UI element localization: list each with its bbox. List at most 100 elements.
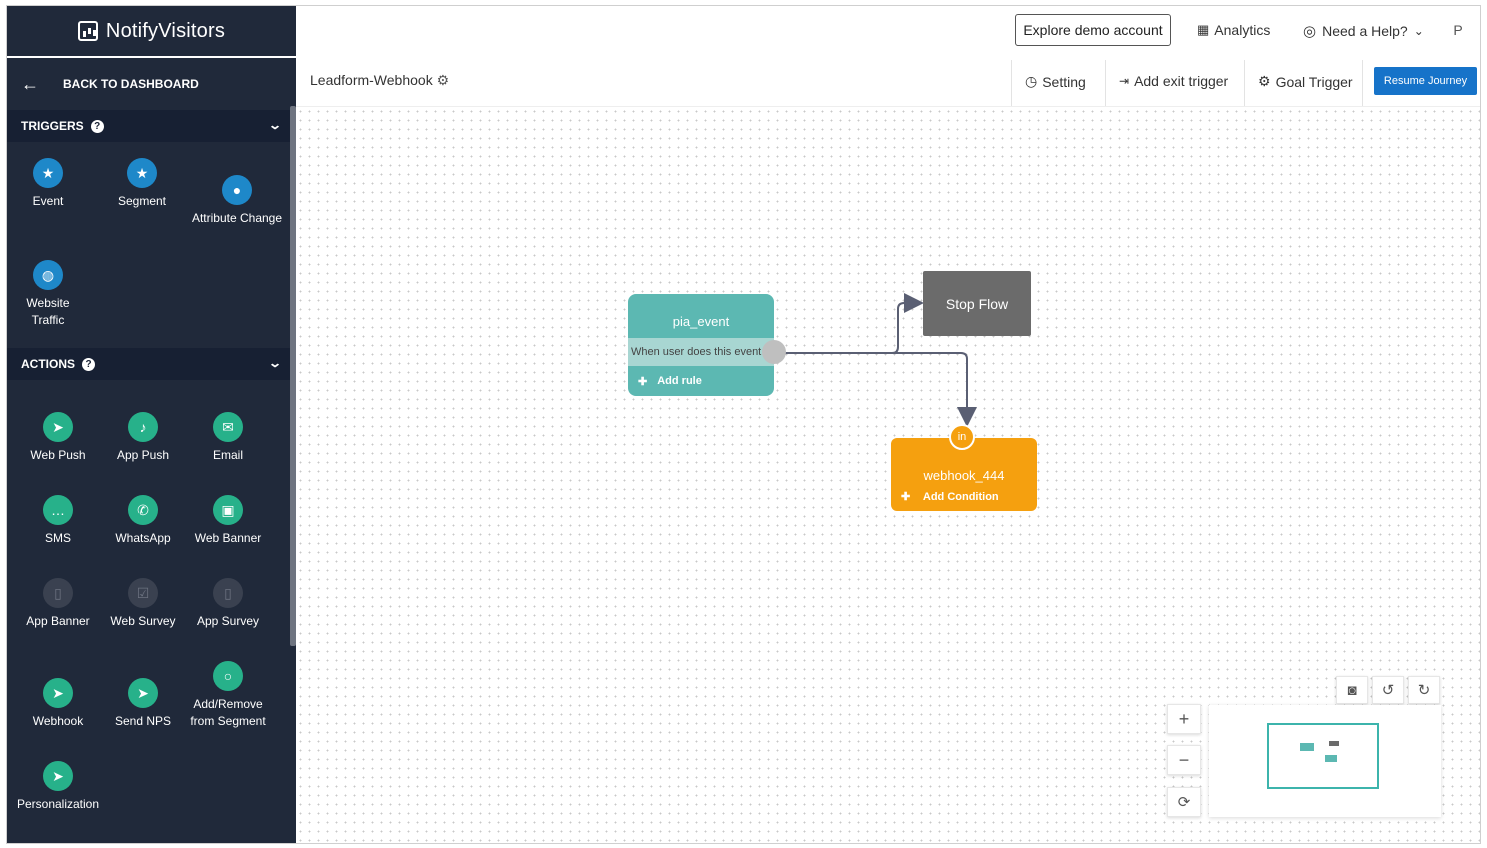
actions-grid: ➤ Web Push ♪ App Push ✉ Email … SMS ✆ Wh… xyxy=(7,380,296,840)
paper-plane-icon: ➤ xyxy=(43,412,73,442)
chat-bubble-icon: … xyxy=(43,495,73,525)
analytics-label: Analytics xyxy=(1214,22,1271,38)
add-rule-label: Add rule xyxy=(657,375,702,387)
webhook-node[interactable]: in webhook_444 ✚ Add Condition xyxy=(891,424,1037,511)
ring-icon: ○ xyxy=(213,661,243,691)
globe-icon: ◍ xyxy=(33,260,63,290)
action-whatsapp-label: WhatsApp xyxy=(115,531,171,545)
plus-icon: ✚ xyxy=(638,375,648,388)
journey-toolbar: Leadform-Webhook ⚙ ◷ Setting ⇥ Add exit … xyxy=(296,56,1480,107)
event-node[interactable]: pia_event When user does this event ✚ Ad… xyxy=(628,294,786,396)
trigger-website-traffic[interactable]: ◍ Website Traffic xyxy=(7,260,95,329)
action-personalization[interactable]: ➤ Personalization xyxy=(11,761,105,813)
trigger-segment[interactable]: ★ Segment xyxy=(95,158,189,210)
minimap-viewport[interactable] xyxy=(1267,723,1379,789)
action-send-nps[interactable]: ➤ Send NPS xyxy=(96,678,190,730)
goal-trigger-button[interactable]: ⚙ Goal Trigger xyxy=(1258,73,1353,90)
trigger-attribute-change-label: Attribute Change xyxy=(191,211,283,225)
explore-demo-button[interactable]: Explore demo account xyxy=(1015,14,1171,46)
add-exit-trigger-button[interactable]: ⇥ Add exit trigger xyxy=(1119,73,1228,89)
setting-label: Setting xyxy=(1042,73,1086,90)
action-web-banner-label: Web Banner xyxy=(194,531,262,545)
actions-header-label: ACTIONS xyxy=(21,357,75,371)
reset-zoom-button[interactable]: ⟳ xyxy=(1167,787,1201,817)
triggers-section-header[interactable]: TRIGGERS ? ⌄ xyxy=(7,110,296,142)
setting-button[interactable]: ◷ Setting xyxy=(1025,73,1086,90)
clock-icon: ◷ xyxy=(1025,73,1038,89)
help-icon[interactable]: ? xyxy=(90,119,104,133)
logo: NotifyVisitors xyxy=(7,6,296,58)
minimap-stop-node xyxy=(1329,741,1339,746)
user-avatar[interactable]: P xyxy=(1453,22,1463,38)
analytics-menu[interactable]: ▦ Analytics xyxy=(1197,22,1270,38)
help-menu[interactable]: ◎ Need a Help? ⌄ xyxy=(1303,22,1424,40)
screenshot-button[interactable]: ◙ xyxy=(1336,676,1368,704)
action-app-banner: ▯ App Banner xyxy=(11,578,105,630)
action-web-survey-label: Web Survey xyxy=(110,614,176,628)
chevron-down-icon[interactable]: ⌄ xyxy=(267,356,283,370)
triggers-header-label: TRIGGERS xyxy=(21,119,84,133)
chart-logo-icon xyxy=(77,21,98,41)
action-sms[interactable]: … SMS xyxy=(11,495,105,547)
refresh-icon: ⟳ xyxy=(1177,794,1191,811)
actions-section-header[interactable]: ACTIONS ? ⌄ xyxy=(7,348,296,380)
add-rule-button[interactable]: ✚ Add rule xyxy=(628,366,774,396)
zoom-in-button[interactable]: + xyxy=(1167,704,1201,734)
minus-icon: − xyxy=(1178,749,1190,770)
output-port[interactable] xyxy=(762,340,786,364)
action-email[interactable]: ✉ Email xyxy=(181,412,275,464)
redo-icon: ↻ xyxy=(1417,682,1431,699)
paper-plane-icon: ➤ xyxy=(43,678,73,708)
action-webhook[interactable]: ➤ Webhook xyxy=(11,678,105,730)
journey-title: Leadform-Webhook xyxy=(310,72,433,88)
action-web-push[interactable]: ➤ Web Push xyxy=(11,412,105,464)
trigger-segment-label: Segment xyxy=(117,194,167,208)
redo-button[interactable]: ↻ xyxy=(1408,676,1440,704)
camera-icon: ◙ xyxy=(1347,681,1357,699)
help-icon[interactable]: ? xyxy=(82,357,95,371)
zoom-out-button[interactable]: − xyxy=(1167,745,1201,775)
action-app-push-label: App Push xyxy=(116,448,170,462)
gear-icon[interactable]: ⚙ xyxy=(436,72,450,88)
mobile-icon: ▯ xyxy=(43,578,73,608)
goal-trigger-label: Goal Trigger xyxy=(1275,73,1353,90)
trigger-attribute-change[interactable]: ● Attribute Change xyxy=(190,175,284,227)
top-bar: Explore demo account ▦ Analytics ◎ Need … xyxy=(296,6,1480,56)
action-app-survey-label: App Survey xyxy=(196,614,260,628)
app-frame: NotifyVisitors ← BACK TO DASHBOARD TRIGG… xyxy=(6,5,1481,844)
trigger-event-label: Event xyxy=(32,194,64,208)
add-condition-label: Add Condition xyxy=(922,491,999,503)
action-web-banner[interactable]: ▣ Web Banner xyxy=(181,495,275,547)
minimap-event-node xyxy=(1300,743,1314,751)
action-add-remove-segment[interactable]: ○ Add/Remove from Segment xyxy=(181,661,275,730)
star-icon: ★ xyxy=(127,158,157,188)
undo-icon: ↺ xyxy=(1381,682,1395,699)
input-port[interactable]: in xyxy=(949,424,975,450)
divider xyxy=(1105,60,1106,106)
sidebar-scrollbar[interactable] xyxy=(290,106,296,646)
action-whatsapp[interactable]: ✆ WhatsApp xyxy=(96,495,190,547)
action-app-banner-label: App Banner xyxy=(26,614,90,628)
minimap-webhook-node xyxy=(1325,755,1337,762)
connector-to-webhook xyxy=(774,352,977,427)
action-sms-label: SMS xyxy=(44,531,71,545)
action-app-survey: ▯ App Survey xyxy=(181,578,275,630)
triggers-grid: ★ Event ★ Segment ● Attribute Change ◍ W… xyxy=(7,142,296,348)
chevron-down-icon[interactable]: ⌄ xyxy=(267,118,283,132)
resume-journey-button[interactable]: Resume Journey xyxy=(1374,67,1477,95)
image-icon: ▣ xyxy=(213,495,243,525)
action-app-push[interactable]: ♪ App Push xyxy=(96,412,190,464)
action-send-nps-label: Send NPS xyxy=(114,714,172,728)
add-condition-button[interactable]: ✚ Add Condition xyxy=(901,490,999,503)
action-personalization-label: Personalization xyxy=(16,797,100,811)
undo-button[interactable]: ↺ xyxy=(1372,676,1404,704)
trigger-event[interactable]: ★ Event xyxy=(7,158,95,210)
add-exit-trigger-label: Add exit trigger xyxy=(1134,73,1229,89)
lifebuoy-icon: ◎ xyxy=(1303,23,1317,40)
journey-canvas[interactable]: pia_event When user does this event ✚ Ad… xyxy=(296,107,1480,843)
minimap[interactable] xyxy=(1209,705,1441,817)
webhook-node-title: webhook_444 xyxy=(923,468,1005,483)
checkbox-icon: ☑ xyxy=(128,578,158,608)
back-to-dashboard-link[interactable]: ← BACK TO DASHBOARD xyxy=(7,58,296,110)
stop-flow-node[interactable]: Stop Flow xyxy=(923,271,1031,336)
